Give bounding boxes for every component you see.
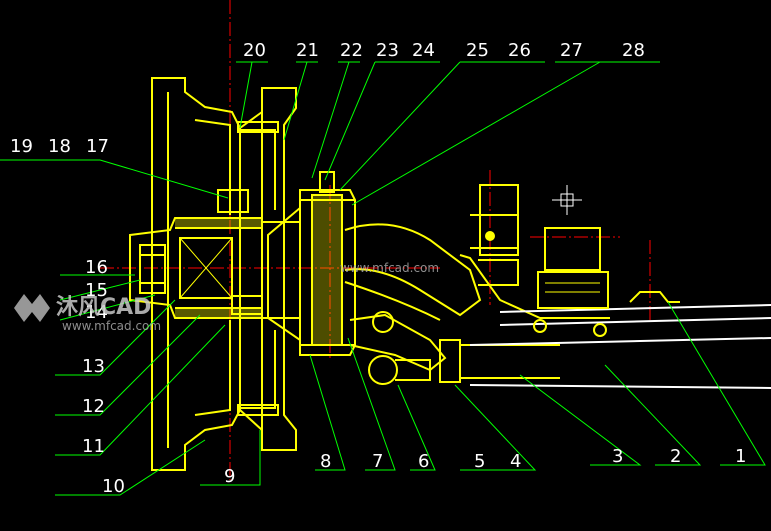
labels-left: 19 18 17 16 15 14 13 12 11 10 bbox=[10, 136, 125, 497]
part-label-25: 25 bbox=[466, 40, 489, 61]
part-label-14: 14 bbox=[85, 302, 108, 323]
part-label-13: 13 bbox=[82, 356, 105, 377]
tie-rod-clamp bbox=[439, 339, 461, 383]
part-label-23: 23 bbox=[376, 40, 399, 61]
part-label-6: 6 bbox=[418, 451, 429, 472]
watermark: 沐风CAD www.mfcad.com www.mfcad.com bbox=[14, 261, 439, 333]
watermark-brand: 沐风CAD bbox=[56, 295, 151, 320]
lower-arm bbox=[349, 313, 447, 372]
rim-right-flange bbox=[261, 87, 297, 451]
part-label-15: 15 bbox=[85, 280, 108, 301]
hub-hatch bbox=[175, 218, 262, 318]
watermark-site-left: www.mfcad.com bbox=[62, 319, 161, 333]
part-label-27: 27 bbox=[560, 40, 583, 61]
part-label-4: 4 bbox=[510, 451, 521, 472]
part-label-28: 28 bbox=[622, 40, 645, 61]
ball-joint-lower bbox=[368, 355, 398, 385]
part-label-1: 1 bbox=[735, 446, 746, 467]
spring-seat bbox=[629, 291, 680, 303]
wheel-rim bbox=[151, 77, 297, 471]
mfcad-logo-icon bbox=[14, 294, 50, 322]
part-label-10: 10 bbox=[102, 476, 125, 497]
watermark-site-center: www.mfcad.com bbox=[340, 261, 439, 275]
axle-beam bbox=[469, 304, 771, 389]
wheel-bolt-upper bbox=[217, 189, 249, 213]
part-label-12: 12 bbox=[82, 396, 105, 417]
part-label-11: 11 bbox=[82, 436, 105, 457]
labels-bottom: 9 8 7 6 5 4 3 2 1 bbox=[224, 446, 746, 487]
shock-absorber bbox=[479, 184, 519, 256]
knuckle bbox=[267, 171, 356, 356]
upper-components bbox=[470, 184, 680, 337]
part-label-19: 19 bbox=[10, 136, 33, 157]
leader-lines bbox=[0, 61, 766, 496]
centerlines bbox=[100, 0, 651, 480]
part-label-18: 18 bbox=[48, 136, 71, 157]
chamber-bracket bbox=[537, 271, 609, 309]
crosshair bbox=[552, 185, 582, 215]
part-label-16: 16 bbox=[85, 257, 108, 278]
steering-arm bbox=[344, 223, 482, 317]
part-label-5: 5 bbox=[474, 451, 485, 472]
brake-drum-lower bbox=[238, 330, 276, 409]
part-label-2: 2 bbox=[670, 446, 681, 467]
brake-drum-upper bbox=[238, 129, 276, 210]
hub-cap bbox=[139, 244, 166, 294]
part-label-9: 9 bbox=[224, 466, 235, 487]
part-label-7: 7 bbox=[372, 451, 383, 472]
part-label-24: 24 bbox=[412, 40, 435, 61]
part-label-21: 21 bbox=[296, 40, 319, 61]
part-label-17: 17 bbox=[86, 136, 109, 157]
labels-top: 20 21 22 23 24 25 26 27 28 bbox=[243, 40, 645, 61]
part-label-22: 22 bbox=[340, 40, 363, 61]
wheel-bolt-lower bbox=[231, 295, 263, 315]
brake-chamber bbox=[544, 227, 601, 271]
ball-joint-upper bbox=[372, 311, 394, 333]
tie-rod bbox=[460, 344, 560, 379]
part-label-8: 8 bbox=[320, 451, 331, 472]
part-label-26: 26 bbox=[508, 40, 531, 61]
part-label-3: 3 bbox=[612, 446, 623, 467]
grease-nipple bbox=[319, 171, 335, 193]
part-label-20: 20 bbox=[243, 40, 266, 61]
